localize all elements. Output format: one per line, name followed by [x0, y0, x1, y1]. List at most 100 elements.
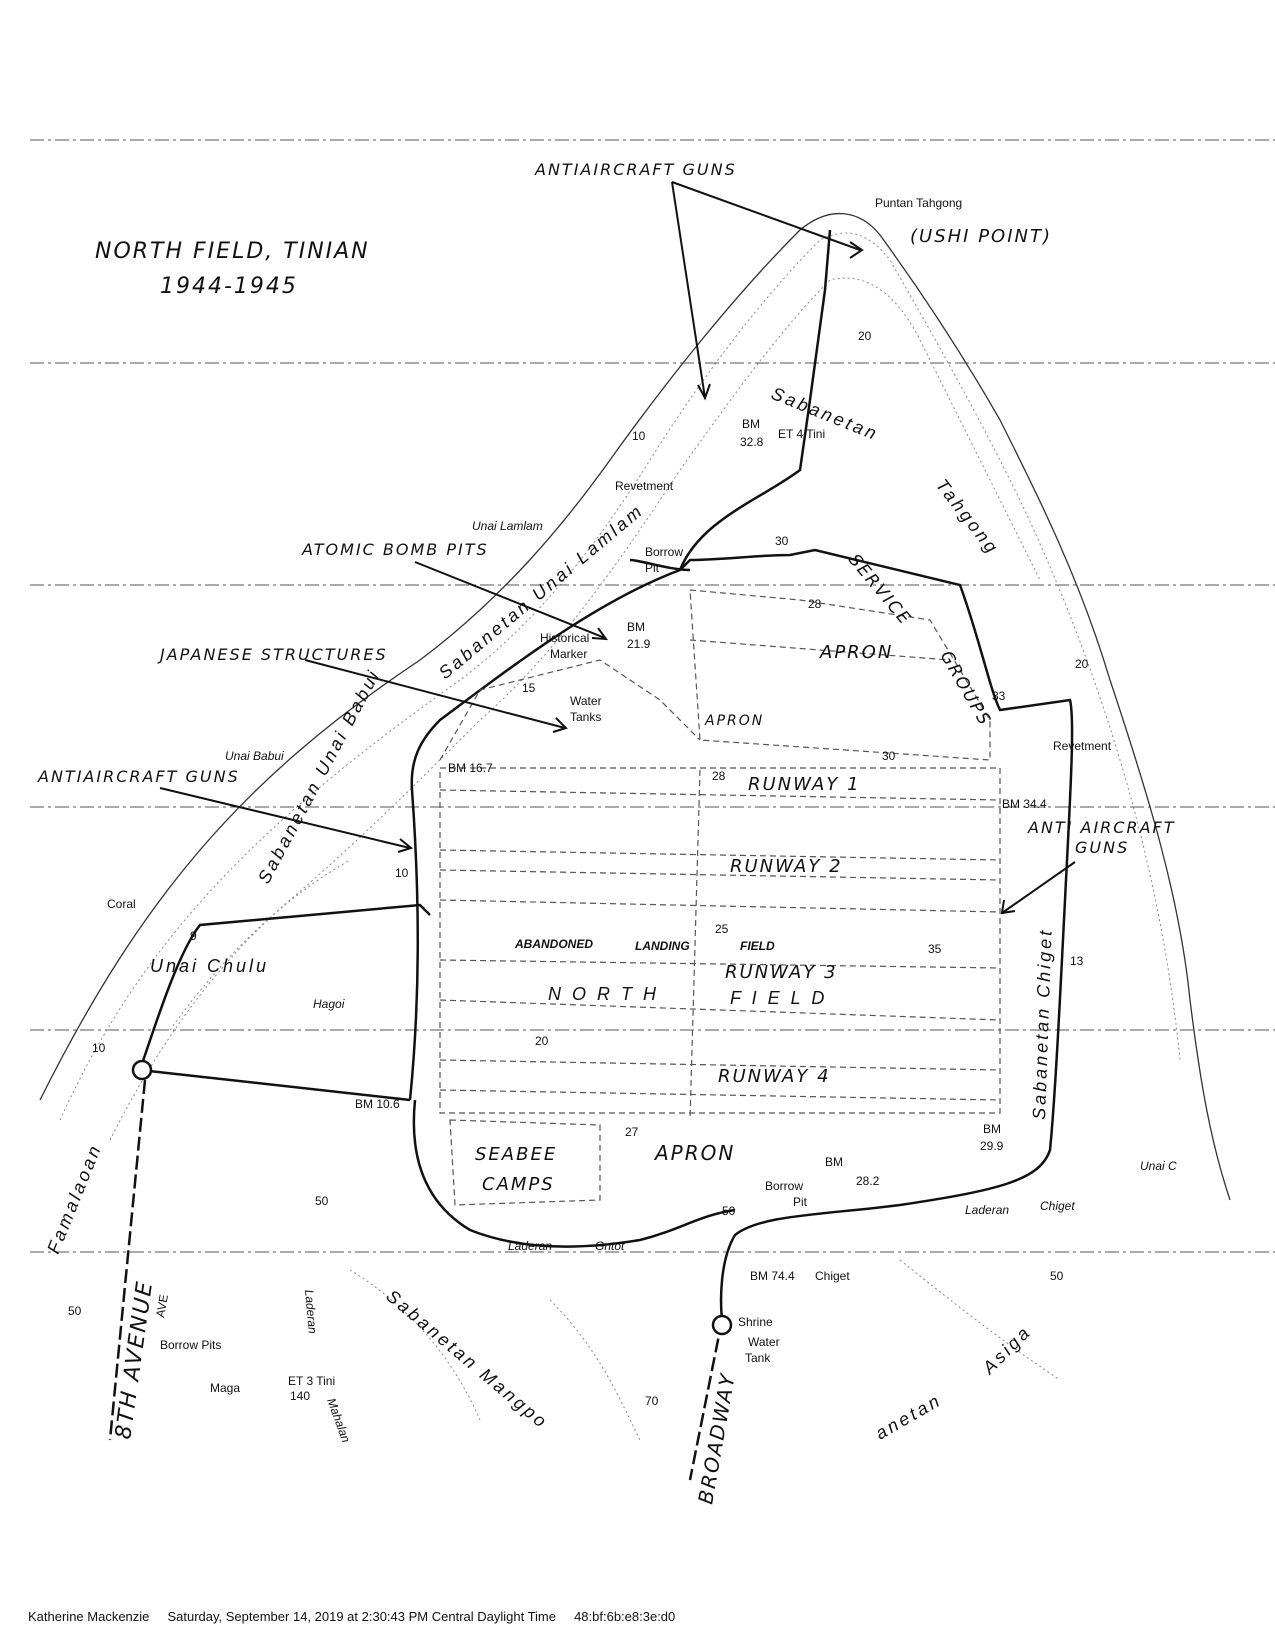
benchmark-label: BM	[627, 620, 645, 634]
benchmark-10-6: BM 10.6	[355, 1097, 400, 1111]
place-revetment-right: Revetment	[1053, 739, 1112, 753]
contour-label: 30	[882, 749, 896, 763]
label-runway-2: RUNWAY 2	[730, 856, 843, 877]
place-laderan-mahalang: Laderan	[302, 1289, 320, 1334]
label-8th-avenue: 8TH AVENUE	[111, 1279, 158, 1441]
contour-label: 70	[645, 1394, 659, 1408]
contour-label: 50	[68, 1304, 82, 1318]
contour-labels: 20 10 30 28 15 20 33 30 28 10 9 25 35 13…	[68, 329, 1089, 1408]
airfield-outlines	[439, 589, 1001, 1206]
annotation-arrows	[159, 181, 1076, 915]
place-borrow-2: Borrow	[765, 1179, 803, 1193]
roundabout-broadway	[711, 1314, 733, 1336]
benchmarks: BM 32.8 ET 4 Tini BM 21.9 BM 16.7 BM 34.…	[355, 417, 1047, 1283]
benchmark-label: BM	[825, 1155, 843, 1169]
benchmark-74-4: BM 74.4	[750, 1269, 795, 1283]
place-borrow-pits: Borrow Pits	[160, 1338, 221, 1352]
contour-label: 28	[712, 769, 726, 783]
contour-label: 30	[775, 534, 789, 548]
label-apron-bottom: APRON	[653, 1141, 735, 1165]
contour-label: 50	[315, 1194, 329, 1208]
label-japanese-structures: JAPANESE STRUCTURES	[157, 645, 388, 664]
roundabout-8th-ave	[131, 1059, 153, 1081]
contour-label: 27	[625, 1125, 639, 1139]
benchmark-value: 28.2	[856, 1174, 880, 1188]
place-tank: Tank	[745, 1351, 771, 1365]
label-camps: CAMPS	[482, 1174, 555, 1195]
place-laderan-chiget: Laderan	[965, 1203, 1009, 1217]
place-sabanetan-chiget: Sabanetan Chiget	[1029, 927, 1056, 1120]
benchmark-et4: ET 4 Tini	[778, 427, 825, 441]
place-maga: Maga	[210, 1381, 240, 1395]
place-unai-c: Unai C	[1140, 1159, 1177, 1173]
contour-label: 35	[928, 942, 942, 956]
label-broadway: BROADWAY	[693, 1371, 740, 1506]
benchmark-value: 21.9	[627, 637, 651, 651]
roads	[108, 229, 1074, 1481]
contour-label: 28	[808, 597, 822, 611]
benchmark-value: 32.8	[740, 435, 764, 449]
footer-datetime: Saturday, September 14, 2019 at 2:30:43 …	[167, 1609, 556, 1624]
contour-label: 15	[522, 681, 536, 695]
benchmark-label: BM	[983, 1122, 1001, 1136]
place-puntan-tahgong: Puntan Tahgong	[875, 196, 962, 210]
label-apron-top: APRON	[819, 642, 893, 663]
place-coral: Coral	[107, 897, 136, 911]
place-famalaoan: Famalaoan	[43, 1140, 105, 1256]
place-borrow: Borrow	[645, 545, 683, 559]
place-unai-babui: Unai Babui	[225, 749, 284, 763]
contour-label: 50	[722, 1204, 736, 1218]
footer-name: Katherine Mackenzie	[28, 1609, 150, 1624]
label-aa-guns-right: ANTI AIRCRAFT	[1027, 818, 1175, 837]
label-aa-guns-left: ANTIAIRCRAFT GUNS	[37, 767, 240, 786]
label-runway-4: RUNWAY 4	[718, 1066, 831, 1087]
contour-label: 33	[992, 689, 1006, 703]
place-field-small: FIELD	[740, 939, 775, 953]
label-runway-3: RUNWAY 3	[725, 962, 838, 983]
label-service: SERVICE	[844, 550, 915, 629]
contour-label: 10	[395, 866, 409, 880]
place-et3-num: 140	[290, 1389, 310, 1403]
label-groups: GROUPS	[936, 648, 995, 731]
place-pit-2: Pit	[793, 1195, 808, 1209]
label-ushi-point: (USHI POINT)	[910, 226, 1052, 247]
contour-label: 10	[92, 1041, 106, 1055]
contour-label: 13	[1070, 954, 1084, 968]
map-title: NORTH FIELD, TINIAN	[95, 239, 370, 264]
place-tahgong: Tahgong	[932, 475, 1003, 559]
grid-lines	[30, 139, 1275, 1253]
place-gntot: Gntot	[595, 1239, 625, 1253]
place-landing: LANDING	[635, 939, 690, 953]
place-sabanetan-unai-babui: Sabanetan Unai Babui	[254, 665, 384, 886]
contour-label: 25	[715, 922, 729, 936]
place-names: Puntan Tahgong Sabanetan Tahgong Revetme…	[43, 196, 1177, 1445]
place-asiga: Asiga	[978, 1321, 1035, 1378]
place-water-tank: Water	[748, 1335, 780, 1349]
label-aa-guns-right-2: GUNS	[1075, 838, 1129, 857]
place-hagoi: Hagoi	[313, 997, 345, 1011]
label-apron-mid: APRON	[704, 713, 764, 729]
place-ave: AVE	[153, 1293, 171, 1318]
place-historical: Historical	[540, 631, 589, 645]
place-north: N O R T H	[548, 984, 659, 1004]
place-tanks: Tanks	[570, 710, 601, 724]
place-et3-tini: ET 3 Tini	[288, 1374, 335, 1388]
place-mahalang: Mahalan	[324, 1396, 353, 1444]
place-shrine: Shrine	[738, 1315, 773, 1329]
place-water: Water	[570, 694, 602, 708]
contour-label: 10	[632, 429, 646, 443]
coastline	[39, 212, 1231, 1441]
benchmark-16-7: BM 16.7	[448, 761, 493, 775]
place-sabanetan-mangpo: Sabanetan Mangpo	[382, 1286, 552, 1433]
contour-label: 9	[190, 929, 197, 943]
place-marker: Marker	[550, 647, 587, 661]
place-unai-chulu: Unai Chulu	[150, 956, 269, 976]
contour-label: 50	[1050, 1269, 1064, 1283]
label-seabee: SEABEE	[475, 1144, 557, 1165]
benchmark-label: BM	[742, 417, 760, 431]
benchmark-34-4: BM 34.4	[1002, 797, 1047, 811]
contour-label: 20	[1075, 657, 1089, 671]
benchmark-chiget: Chiget	[815, 1269, 850, 1283]
footer-id: 48:bf:6b:e8:3e:d0	[574, 1609, 676, 1624]
